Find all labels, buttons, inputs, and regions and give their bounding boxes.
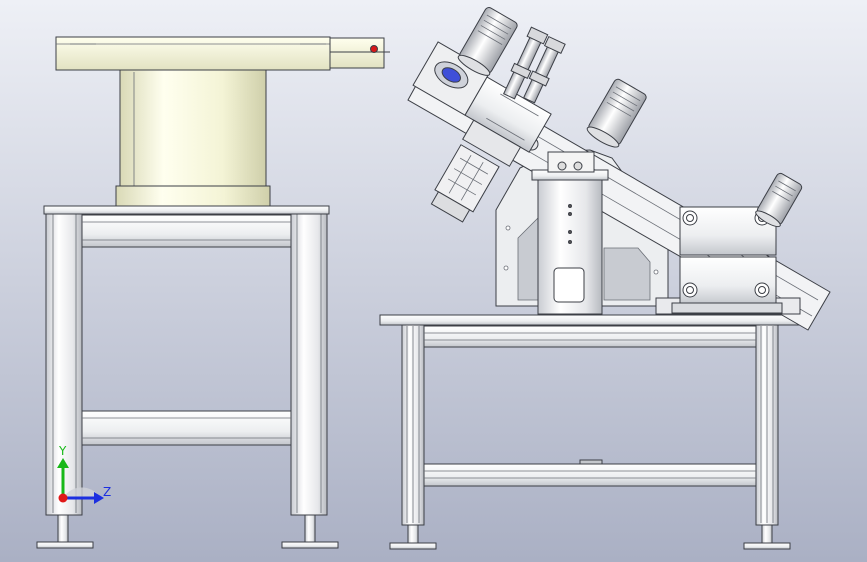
gripper-jaw	[430, 191, 471, 223]
carriage-plate	[462, 119, 522, 167]
table-upper-rail	[423, 325, 757, 348]
tilted-machine-assembly[interactable]	[402, 6, 831, 331]
bowl-base-ring	[115, 185, 271, 207]
triad-z-label: Z	[103, 485, 111, 499]
outlet-sensor-indicator	[370, 45, 378, 53]
triad-z-arrow-icon	[94, 492, 104, 504]
column-cap	[547, 151, 595, 173]
bolt-3	[682, 282, 698, 298]
table-foot-stem-right	[761, 524, 773, 544]
table-lower-rail	[423, 463, 757, 487]
table-foot-pad-left	[389, 542, 437, 550]
table-foot-pad-right	[743, 542, 791, 550]
side-frame-cutout-right	[603, 247, 651, 301]
slide-block-lower	[679, 256, 777, 306]
stand-top-plate	[43, 205, 330, 215]
right-table-assembly[interactable]	[379, 314, 803, 550]
stand-foot-pad-left	[36, 541, 94, 549]
table-top	[379, 314, 803, 326]
stand-foot-stem-right	[304, 514, 316, 543]
triad-y-arrow-icon	[57, 458, 69, 468]
column-slot	[553, 267, 585, 303]
stand-foot-pad-right	[281, 541, 339, 549]
triad-x-axis-dot	[58, 493, 68, 503]
bolt-1	[682, 210, 698, 226]
bowl-top-rim	[55, 36, 331, 71]
outlet-track	[329, 37, 385, 69]
coordinate-triad[interactable]: Y Z	[57, 444, 111, 504]
feeder-bowl[interactable]	[55, 36, 390, 207]
triad-y-label: Y	[58, 444, 67, 458]
left-stand[interactable]	[36, 205, 339, 549]
stand-lower-crossbar	[81, 410, 292, 446]
bolt-4	[754, 282, 770, 298]
stand-foot-stem-left	[57, 514, 69, 543]
slide-block-base	[671, 302, 783, 314]
bowl-base-cylinder	[119, 69, 267, 207]
left-feeder-assembly[interactable]	[36, 36, 390, 549]
table-foot-stem-left	[407, 524, 419, 544]
stand-upper-crossbar	[81, 214, 292, 248]
rail-bracket	[579, 459, 603, 465]
stand-leg-right	[290, 209, 328, 516]
